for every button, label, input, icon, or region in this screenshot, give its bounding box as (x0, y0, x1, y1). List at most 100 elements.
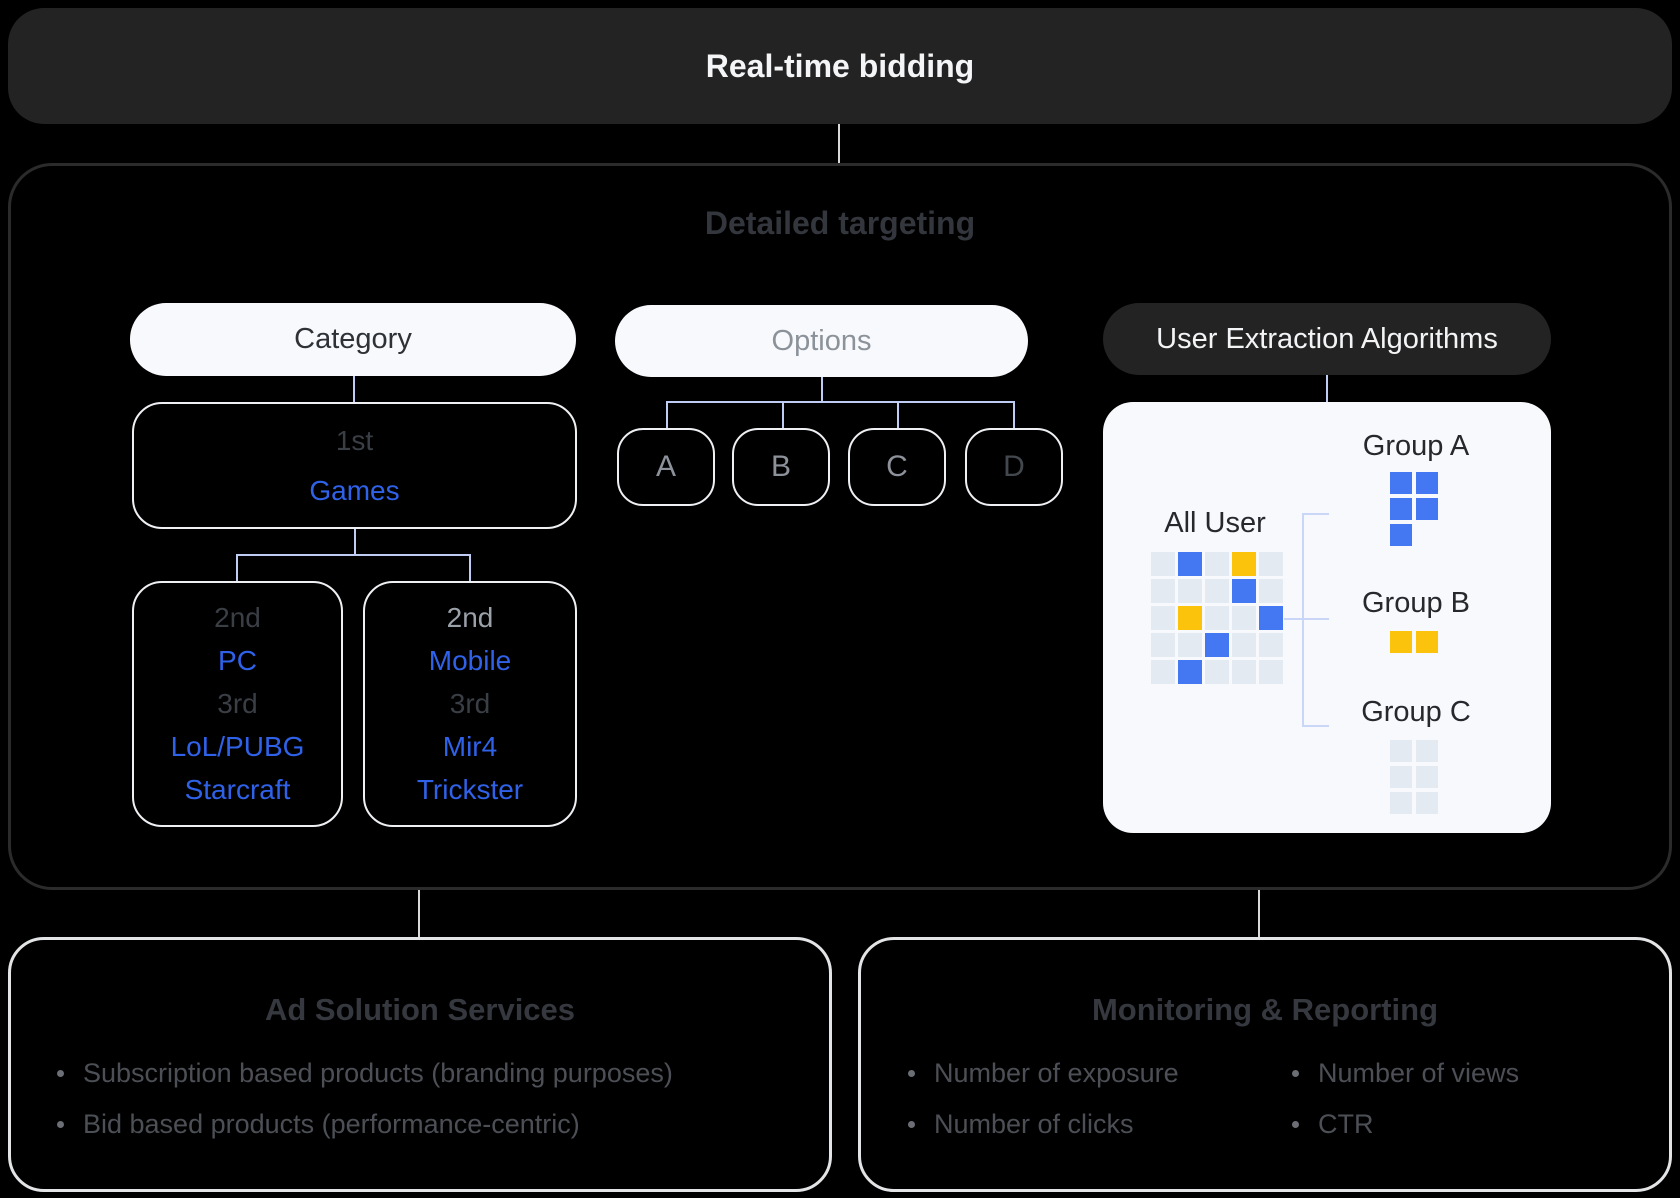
matrix-cell (1205, 552, 1229, 576)
bullet-dot-icon (1292, 1069, 1299, 1077)
branch-rank3-label: 3rd (217, 688, 258, 719)
matrix-cell (1178, 552, 1202, 576)
connector-option-c-stub (897, 403, 899, 428)
matrix-cell (1416, 524, 1438, 546)
user-extraction-pill: User Extraction Algorithms (1103, 303, 1551, 375)
list-item: Number of clicks (908, 1107, 1134, 1141)
branch-rank2-label: 2nd (214, 602, 261, 633)
matrix-cell (1390, 498, 1412, 520)
connector-option-b-stub (782, 403, 784, 428)
level1-value-label: Games (309, 474, 400, 506)
bullet-dot-icon (57, 1120, 64, 1128)
list-item: CTR (1292, 1107, 1374, 1141)
branch-rank2-label: 2nd (446, 602, 494, 633)
all-user-matrix (1151, 552, 1283, 684)
bullet-dot-icon (57, 1069, 64, 1077)
option-a-node: A (617, 428, 715, 506)
branch-item-label: LoL/PUBG (170, 731, 305, 762)
matrix-cell (1151, 660, 1175, 684)
bullet-dot-icon (908, 1120, 915, 1128)
bullet-text: Number of views (1318, 1057, 1520, 1088)
ad-solution-box: Ad Solution Services Subscription based … (8, 937, 832, 1192)
matrix-cell (1259, 579, 1283, 603)
matrix-cell (1205, 579, 1229, 603)
matrix-cell (1259, 552, 1283, 576)
connector-options-stem (821, 377, 823, 401)
monitoring-title: Monitoring & Reporting (1091, 992, 1439, 1027)
bullet-text: Subscription based products (branding pu… (83, 1057, 673, 1088)
connector-panel-to-ad-solution (418, 890, 420, 937)
matrix-cell (1151, 579, 1175, 603)
category-branch-mobile-node: 2nd Mobile 3rd Mir4 Trickster (363, 581, 577, 827)
user-extraction-pill-label: User Extraction Algorithms (1156, 322, 1498, 355)
connector-tree-left-stub (236, 556, 238, 581)
bullet-text: CTR (1318, 1108, 1374, 1139)
bracket-vertical-line (1302, 513, 1304, 727)
matrix-cell (1390, 766, 1412, 788)
matrix-cell (1390, 792, 1412, 814)
group-b-matrix (1390, 631, 1438, 653)
option-b-node: B (732, 428, 830, 506)
matrix-cell (1390, 740, 1412, 762)
list-item: Number of views (1292, 1056, 1519, 1090)
matrix-cell (1178, 633, 1202, 657)
matrix-cell (1205, 660, 1229, 684)
bracket-middle-stub (1284, 618, 1329, 620)
matrix-cell (1232, 633, 1256, 657)
matrix-cell (1232, 606, 1256, 630)
category-pill: Category (130, 303, 576, 376)
matrix-cell (1259, 606, 1283, 630)
bullet-text: Bid based products (performance-centric) (83, 1108, 580, 1139)
branch-item-label: Trickster (416, 774, 524, 805)
connector-tree-right-stub (469, 556, 471, 581)
connector-header-to-panel (838, 124, 840, 163)
options-pill: Options (615, 305, 1028, 377)
option-c-node: C (848, 428, 946, 506)
bullet-dot-icon (908, 1069, 915, 1077)
option-d-node: D (965, 428, 1063, 506)
category-branch-pc-node: 2nd PC 3rd LoL/PUBG Starcraft (132, 581, 343, 827)
option-c-label: C (886, 450, 908, 483)
bullet-text: Number of exposure (934, 1057, 1179, 1088)
matrix-cell (1259, 633, 1283, 657)
branch-item-label: Mir4 (442, 731, 498, 762)
option-d-label: D (1003, 450, 1025, 483)
matrix-cell (1259, 660, 1283, 684)
matrix-cell (1232, 552, 1256, 576)
connector-option-a-stub (666, 403, 668, 428)
monitoring-box: Monitoring & Reporting Number of exposur… (858, 937, 1672, 1192)
bullet-dot-icon (1292, 1120, 1299, 1128)
options-pill-label: Options (771, 324, 872, 357)
matrix-cell (1416, 766, 1438, 788)
connector-option-d-stub (1013, 403, 1015, 428)
matrix-cell (1232, 660, 1256, 684)
matrix-cell (1390, 472, 1412, 494)
matrix-cell (1390, 524, 1412, 546)
connector-options-bar (666, 401, 1015, 403)
user-extraction-card: All User Group A Group B Group C (1103, 402, 1551, 833)
group-c-label: Group C (1361, 696, 1471, 728)
bracket-top-stub (1302, 513, 1329, 515)
matrix-cell (1205, 633, 1229, 657)
panel-title: Detailed targeting (704, 205, 976, 241)
option-a-label: A (655, 450, 676, 483)
matrix-cell (1232, 579, 1256, 603)
ad-solution-title: Ad Solution Services (264, 992, 576, 1027)
header-node: Real-time bidding (8, 8, 1672, 124)
level1-rank-label: 1st (335, 424, 374, 456)
branch-value2-label: PC (218, 645, 257, 676)
group-c-matrix (1390, 740, 1438, 814)
matrix-cell (1416, 631, 1438, 653)
matrix-cell (1416, 472, 1438, 494)
matrix-cell (1205, 606, 1229, 630)
branch-rank3-label: 3rd (449, 688, 491, 719)
category-level1-node: 1st Games (132, 402, 577, 529)
matrix-cell (1178, 606, 1202, 630)
matrix-cell (1151, 606, 1175, 630)
connector-panel-to-monitoring (1258, 890, 1260, 937)
list-item: Number of exposure (908, 1056, 1179, 1090)
matrix-cell (1416, 792, 1438, 814)
group-b-label: Group B (1362, 587, 1470, 619)
matrix-cell (1151, 552, 1175, 576)
matrix-cell (1178, 579, 1202, 603)
